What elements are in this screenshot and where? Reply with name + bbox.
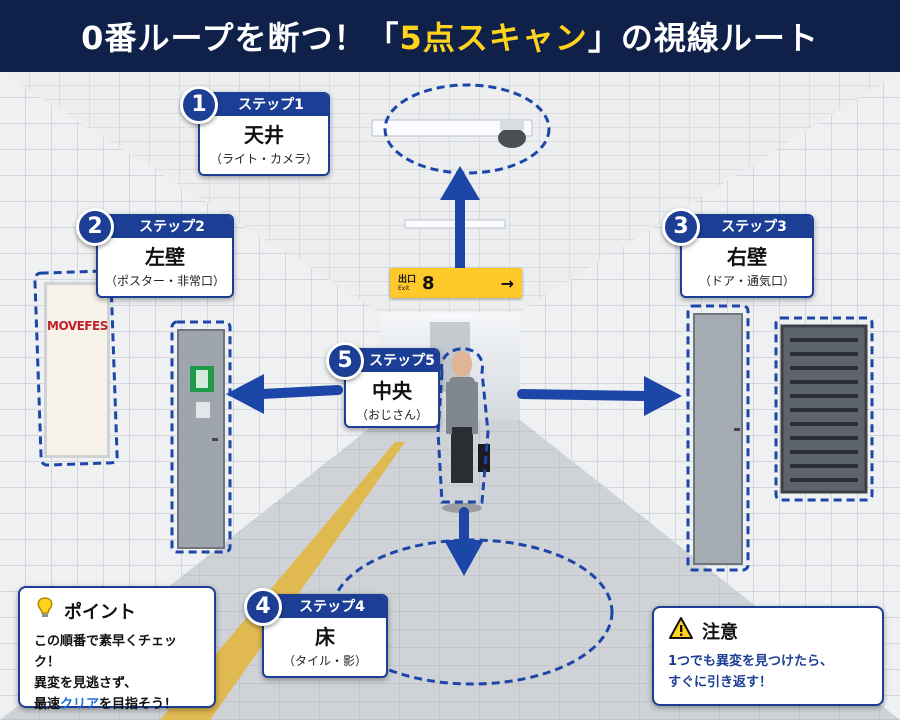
point-line-3: 最速クリアを目指そう！ xyxy=(34,694,200,715)
step-4-card: ステップ4 床 （タイル・影） xyxy=(262,594,388,678)
page-title: 0番ループを断つ！「5点スキャン」の視線ルート xyxy=(0,0,900,72)
title-part-2: 」の視線ルート xyxy=(587,19,819,57)
caution-line-1: 1つでも異変を見つけたら、 xyxy=(668,654,834,669)
step-5-badge: 5 xyxy=(326,342,364,380)
caution-line-2: すぐに引き返す！ xyxy=(668,675,773,690)
title-accent: 5点スキャン xyxy=(399,19,588,57)
step-4-badge: 4 xyxy=(244,588,282,626)
step-5-card: ステップ5 中央 （おじさん） xyxy=(344,348,440,428)
point-line-2: 異変を見逃さず、 xyxy=(34,676,138,691)
warning-icon xyxy=(668,616,694,645)
step-2-card: ステップ2 左壁 （ポスター・非常口） xyxy=(96,214,234,298)
corridor-scene: MOVEFES 出口 Exit 8 → ステップ1 天井 （ライト・カメラ） 1… xyxy=(0,72,900,720)
point-box: ポイント この順番で素早くチェック！ 異変を見逃さず、 最速クリアを目指そう！ xyxy=(18,586,216,712)
exit-sign: 出口 Exit 8 → xyxy=(390,268,522,298)
step-1-subtitle: （ライト・カメラ） xyxy=(209,152,318,166)
caution-box: 注意 1つでも異変を見つけたら、 すぐに引き返す！ xyxy=(652,606,884,706)
exit-number: 8 xyxy=(422,272,435,294)
step-4-title: 床 xyxy=(315,625,335,649)
point-line-3-post: を目指そう！ xyxy=(99,697,178,712)
lightbulb-icon xyxy=(34,596,56,625)
step-1-title: 天井 xyxy=(244,123,284,147)
step-1-tag: ステップ1 xyxy=(200,94,328,116)
step-3-tag: ステップ3 xyxy=(682,216,812,238)
exit-label-jp: 出口 xyxy=(398,274,417,285)
point-line-3-highlight: クリア xyxy=(60,697,100,712)
title-part-1: 0番ループを断つ！「 xyxy=(81,19,400,57)
point-line-1: この順番で素早くチェック！ xyxy=(34,634,178,670)
step-4-tag: ステップ4 xyxy=(264,596,386,618)
step-2-title: 左壁 xyxy=(145,245,185,269)
left-wall-poster: MOVEFES xyxy=(44,282,110,458)
caution-title: 注意 xyxy=(702,621,738,643)
step-2-tag: ステップ2 xyxy=(98,216,232,238)
step-5-subtitle: （おじさん） xyxy=(355,408,428,422)
exit-label-en: Exit xyxy=(398,284,410,292)
step-2-subtitle: （ポスター・非常口） xyxy=(104,274,225,288)
step-3-card: ステップ3 右壁 （ドア・通気口） xyxy=(680,214,814,298)
step-3-subtitle: （ドア・通気口） xyxy=(698,274,795,288)
step-4-subtitle: （タイル・影） xyxy=(282,654,367,668)
step-1-badge: 1 xyxy=(180,86,218,124)
point-line-3-pre: 最速 xyxy=(34,697,61,712)
step-3-badge: 3 xyxy=(662,208,700,246)
step-5-tag: ステップ5 xyxy=(346,350,438,372)
exit-arrow-icon: → xyxy=(500,273,514,293)
step-1-card: ステップ1 天井 （ライト・カメラ） xyxy=(198,92,330,176)
poster-title: MOVEFES xyxy=(47,319,108,333)
step-5-title: 中央 xyxy=(372,379,412,403)
step-2-badge: 2 xyxy=(76,208,114,246)
step-3-title: 右壁 xyxy=(727,245,767,269)
point-title: ポイント xyxy=(64,601,136,623)
